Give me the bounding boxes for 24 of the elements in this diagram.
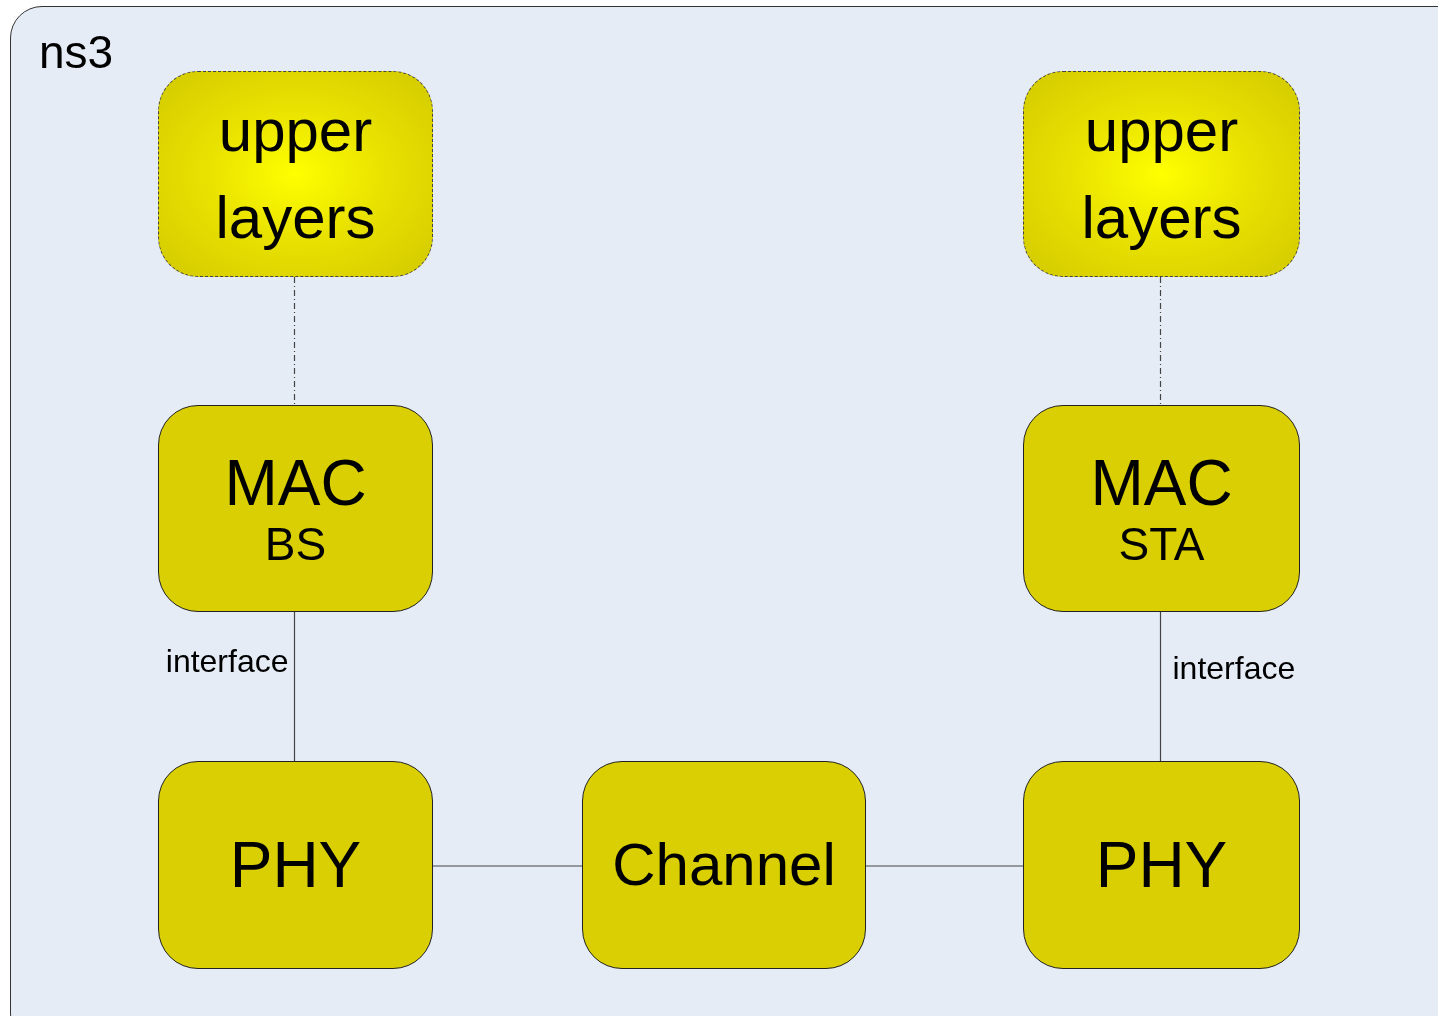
node-label: MAC	[224, 450, 367, 515]
channel-box	[582, 761, 866, 969]
connector-line	[1159, 276, 1162, 406]
node-label: MAC	[1090, 450, 1233, 515]
node-label: PHY	[1095, 833, 1228, 897]
node-title: ns3	[39, 29, 114, 75]
layer-box	[158, 761, 433, 969]
layer-box	[1023, 405, 1300, 612]
connector-line	[293, 276, 296, 406]
layer-box	[158, 405, 433, 612]
layer-box	[1023, 71, 1300, 277]
layer-box	[158, 71, 433, 277]
node-label: upper layers	[214, 96, 377, 253]
connector-line	[293, 611, 296, 762]
node-label: upper layers	[1080, 96, 1243, 253]
connector-line	[432, 865, 583, 867]
connector-line	[865, 865, 1024, 867]
layer-box	[1023, 761, 1300, 969]
connector-line	[1159, 611, 1162, 762]
node-sublabel: BS	[264, 520, 327, 567]
node-sublabel: STA	[1118, 520, 1205, 567]
frame-panel	[10, 6, 1438, 1016]
node-label: PHY	[229, 833, 362, 897]
node-label: Channel	[612, 835, 836, 895]
